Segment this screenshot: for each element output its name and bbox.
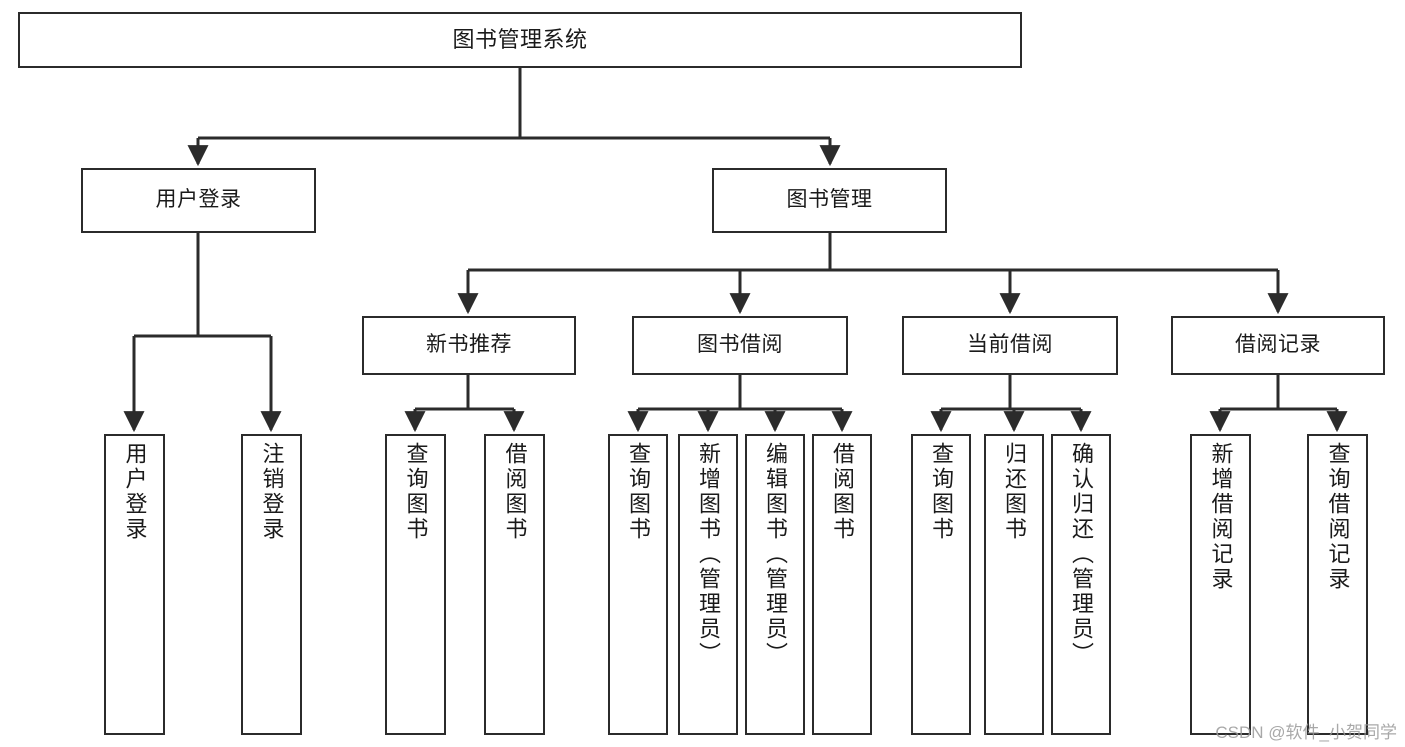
edges-borrow-record [1209, 375, 1348, 433]
node-root[interactable]: 图书管理系统 [18, 12, 1022, 68]
leaf-logout-label: 注销登录 [259, 442, 285, 542]
leaf-add-book-label: 新增图书（管理员） [696, 442, 721, 667]
leaf-query-book-rec-label: 查询图书 [403, 442, 429, 542]
leaf-query-book-cur-label: 查询图书 [929, 442, 954, 542]
leaf-query-book-cur[interactable]: 查询图书 [911, 434, 971, 735]
leaf-add-borrow-record-label: 新增借阅记录 [1208, 442, 1234, 592]
edges-book-manage [457, 233, 1289, 315]
leaf-query-borrow-record[interactable]: 查询借阅记录 [1307, 434, 1368, 735]
leaf-confirm-return[interactable]: 确认归还（管理员） [1051, 434, 1111, 735]
leaf-confirm-return-label: 确认归还（管理员） [1069, 442, 1094, 667]
edges-root [187, 68, 841, 167]
node-user-login[interactable]: 用户登录 [81, 168, 316, 233]
leaf-query-borrow-record-label: 查询借阅记录 [1325, 442, 1351, 592]
leaf-user-login-label: 用户登录 [122, 442, 148, 542]
node-book-manage[interactable]: 图书管理 [712, 168, 947, 233]
node-borrow-record[interactable]: 借阅记录 [1171, 316, 1385, 375]
leaf-edit-book-label: 编辑图书（管理员） [763, 442, 788, 667]
leaf-user-login[interactable]: 用户登录 [104, 434, 165, 735]
leaf-borrow-book-rec[interactable]: 借阅图书 [484, 434, 545, 735]
node-user-login-label: 用户登录 [155, 188, 242, 212]
leaf-add-borrow-record[interactable]: 新增借阅记录 [1190, 434, 1251, 735]
node-borrow-record-label: 借阅记录 [1235, 333, 1321, 357]
edges-book-borrow [627, 375, 853, 433]
leaf-return-book-label: 归还图书 [1002, 442, 1027, 542]
leaf-borrow-book-rec-label: 借阅图书 [502, 442, 528, 542]
leaf-edit-book[interactable]: 编辑图书（管理员） [745, 434, 805, 735]
node-current-borrow[interactable]: 当前借阅 [902, 316, 1118, 375]
node-book-borrow[interactable]: 图书借阅 [632, 316, 848, 375]
leaf-query-book-borrow[interactable]: 查询图书 [608, 434, 668, 735]
node-new-book-recommend-label: 新书推荐 [426, 333, 512, 357]
edges-user-login [123, 233, 282, 433]
node-book-borrow-label: 图书借阅 [697, 333, 783, 357]
node-root-label: 图书管理系统 [452, 27, 588, 53]
node-current-borrow-label: 当前借阅 [967, 333, 1053, 357]
leaf-logout[interactable]: 注销登录 [241, 434, 302, 735]
node-book-manage-label: 图书管理 [786, 188, 873, 212]
edges-current-borrow [930, 375, 1092, 433]
leaf-borrow-book-label: 借阅图书 [830, 442, 855, 542]
leaf-add-book[interactable]: 新增图书（管理员） [678, 434, 738, 735]
leaf-query-book-borrow-label: 查询图书 [626, 442, 651, 542]
edges-new-book-recommend [404, 375, 525, 433]
leaf-borrow-book[interactable]: 借阅图书 [812, 434, 872, 735]
node-new-book-recommend[interactable]: 新书推荐 [362, 316, 576, 375]
leaf-query-book-rec[interactable]: 查询图书 [385, 434, 446, 735]
leaf-return-book[interactable]: 归还图书 [984, 434, 1044, 735]
